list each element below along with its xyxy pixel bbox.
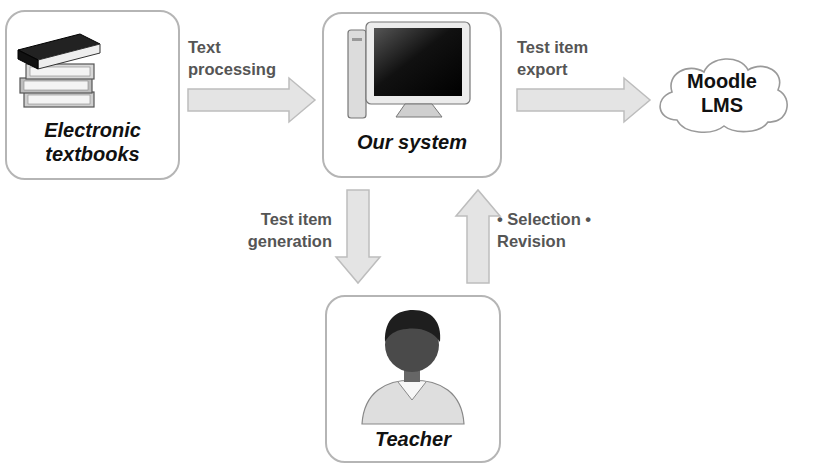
cloud-outline <box>652 50 792 136</box>
node-label: Electronic textbooks <box>7 118 178 166</box>
node-label: Moodle LMS <box>682 69 762 117</box>
block-arrow <box>517 78 650 122</box>
arrow-label: Test item export <box>517 36 617 80</box>
source-box: Electronic textbooks <box>5 10 180 180</box>
actor-box: Teacher <box>325 295 501 463</box>
arrow-label: Text processing <box>188 36 288 80</box>
system-box: Our system <box>322 12 502 178</box>
block-arrow <box>336 190 380 283</box>
arrow-label: Test item generation <box>232 208 332 252</box>
block-arrow <box>188 78 315 122</box>
arrow-label: • Selection • Revision <box>497 208 605 252</box>
node-label: Teacher <box>375 427 451 451</box>
node-label: Our system <box>357 130 467 154</box>
lms-cloud: Moodle LMS <box>652 50 792 136</box>
block-arrow <box>456 190 500 283</box>
cloud-shape <box>660 59 787 132</box>
